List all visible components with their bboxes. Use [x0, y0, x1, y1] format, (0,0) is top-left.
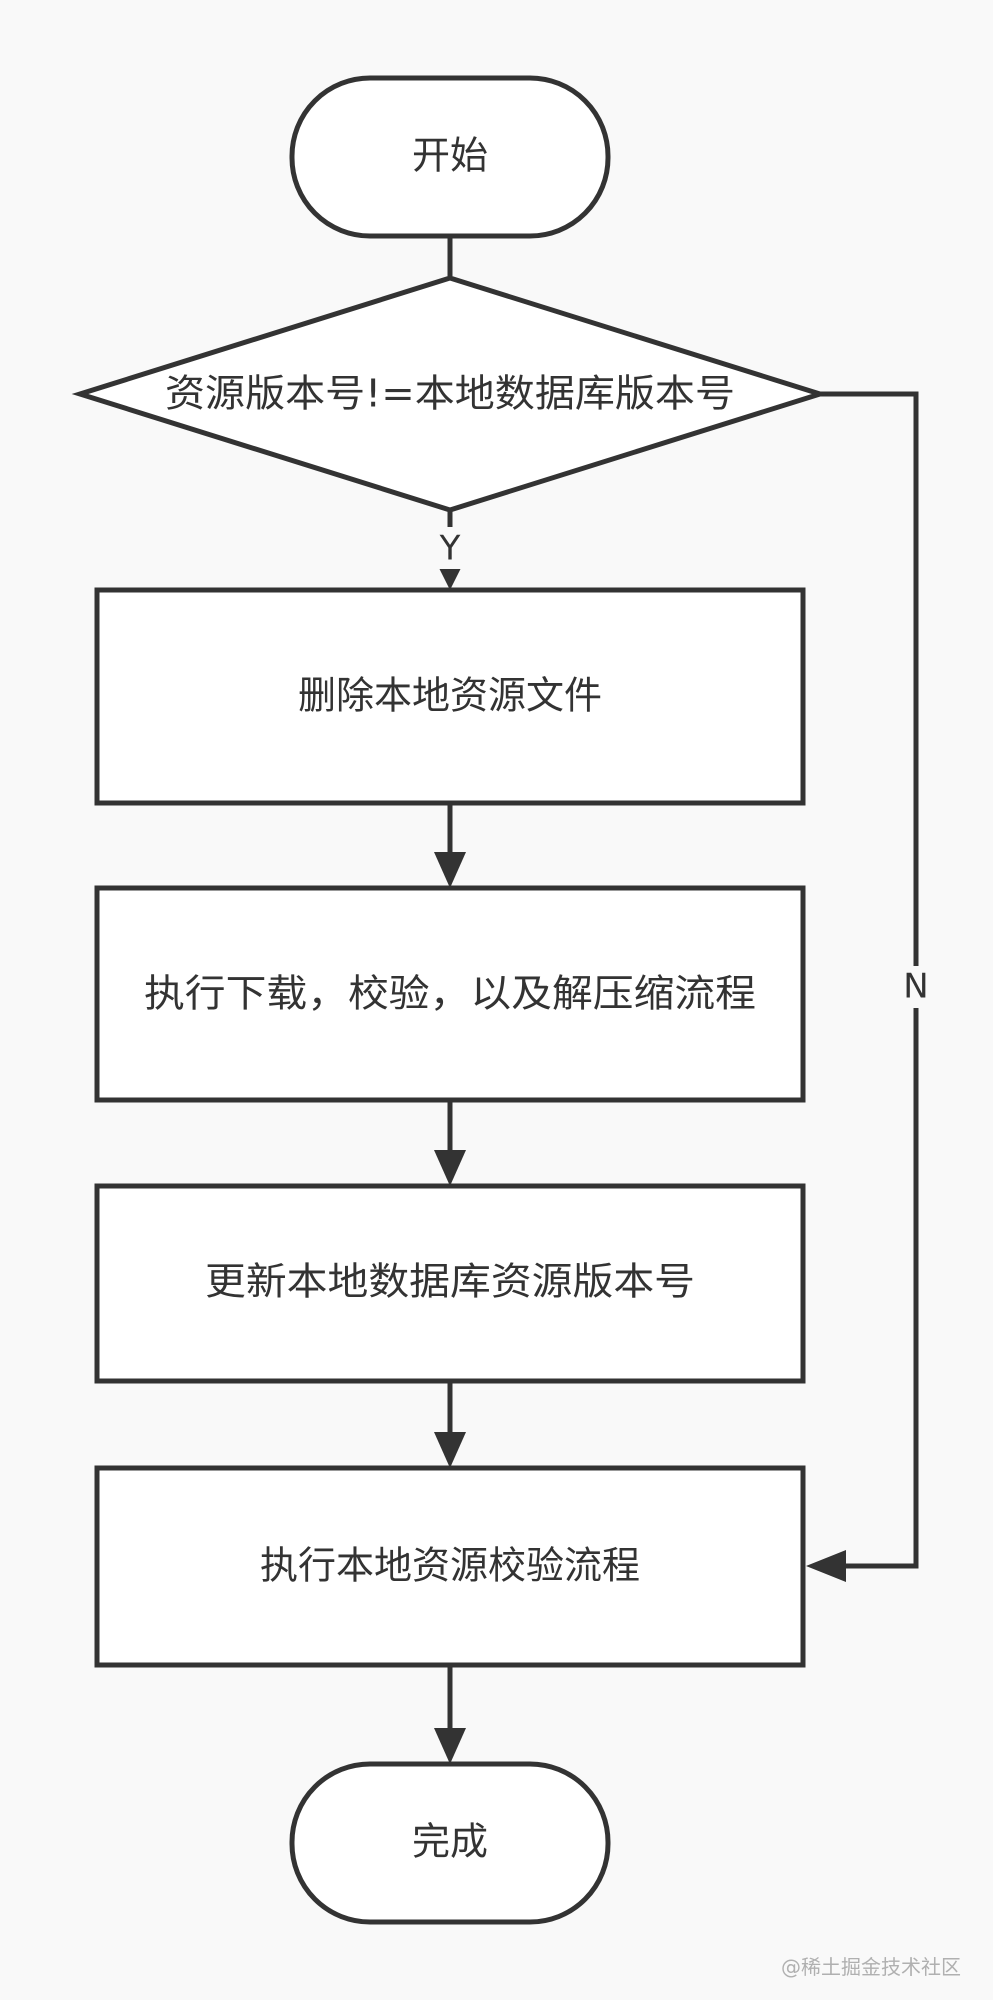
watermark: @稀土掘金技术社区 [781, 1955, 961, 1979]
start-label: 开始 [412, 134, 488, 178]
update-version-process [94, 1183, 806, 1384]
edge-label-no-bg [898, 966, 934, 1008]
end-label: 完成 [412, 1820, 488, 1864]
edge-label-yes-bg [432, 527, 468, 569]
start-terminator [289, 75, 611, 239]
arrowhead-to-download [434, 852, 466, 888]
arrowhead-no-to-verify [806, 1550, 846, 1582]
delete-files-label: 删除本地资源文件 [298, 674, 602, 718]
arrowhead-to-end [434, 1728, 466, 1764]
decision-label: 资源版本号!=本地数据库版本号 [165, 372, 735, 416]
version-decision-diamond [71, 275, 829, 513]
edge-label-no: N [903, 967, 928, 1007]
verify-resources-label: 执行本地资源校验流程 [260, 1544, 640, 1588]
arrowhead-to-verify [434, 1432, 466, 1468]
edge-label-yes: Y [439, 529, 461, 569]
delete-files-process [94, 587, 806, 806]
arrowhead-to-delete [437, 564, 463, 590]
arrowhead-to-update [434, 1150, 466, 1186]
download-label: 执行下载，校验，以及解压缩流程 [144, 972, 756, 1016]
download-process [94, 885, 806, 1103]
end-terminator [289, 1761, 611, 1925]
update-version-label: 更新本地数据库资源版本号 [205, 1260, 695, 1304]
verify-resources-process [94, 1465, 806, 1668]
